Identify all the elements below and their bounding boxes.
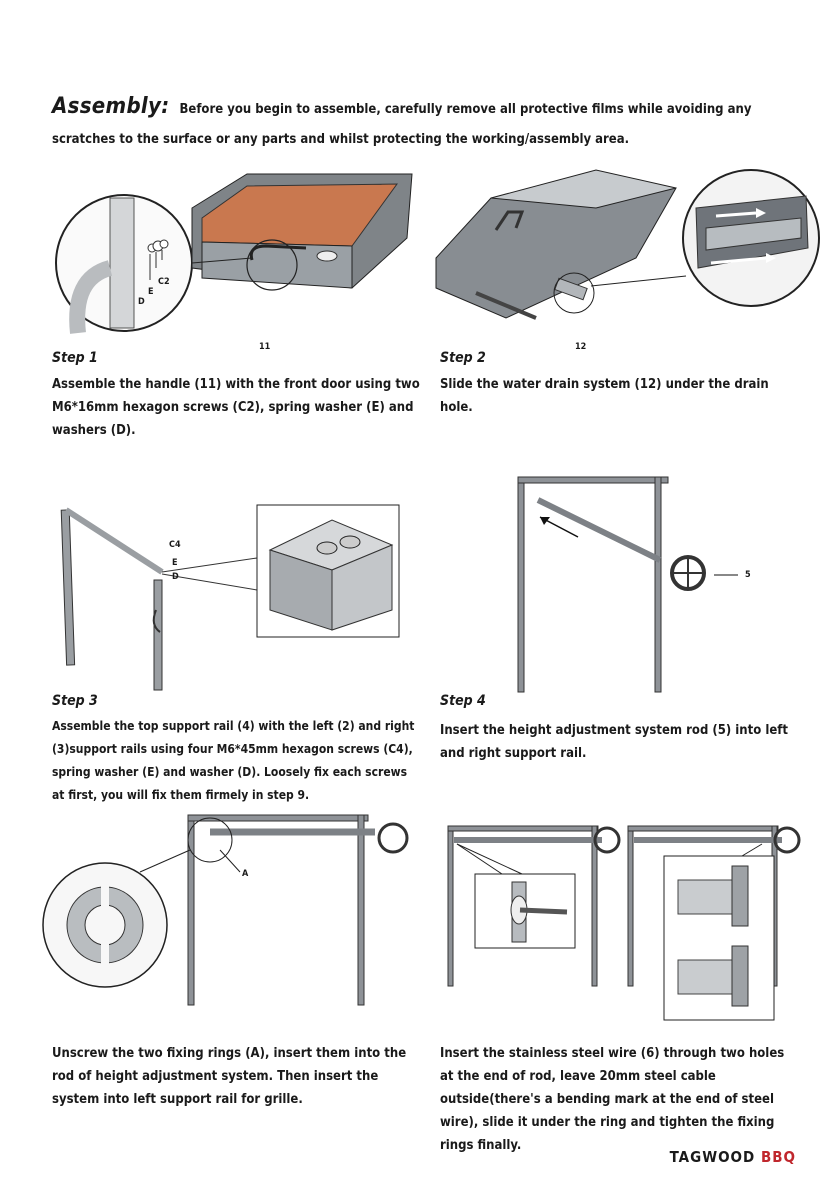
step2-text: Slide the water drain system (12) under …	[440, 377, 769, 415]
step1-title: Step 1	[52, 350, 98, 366]
intro-text: Before you begin to assemble, carefully …	[52, 102, 752, 147]
step4-title: Step 4	[440, 693, 486, 709]
step2-label-12: 12	[575, 342, 587, 352]
intro-paragraph: Assembly: Before you begin to assemble, …	[52, 92, 802, 155]
step3-label-e: E	[172, 558, 178, 568]
step3-label-c4: C4	[169, 540, 181, 550]
step3-title: Step 3	[52, 693, 98, 709]
step3-illustration	[60, 504, 400, 691]
step1-text: Assemble the handle (11) with the front …	[52, 377, 420, 438]
step2-illustration	[435, 169, 820, 320]
steel-wire-illustration	[447, 825, 801, 1021]
step1-label-e: E	[148, 287, 154, 297]
step1-label-11: 11	[259, 342, 271, 352]
step2-title: Step 2	[440, 350, 486, 366]
fixing-rings-label-a: A	[242, 869, 249, 879]
step4-text: Insert the height adjustment system rod …	[440, 723, 788, 761]
assembly-heading: Assembly:	[52, 94, 170, 119]
fixing-rings-text: Unscrew the two fixing rings (A), insert…	[52, 1046, 407, 1107]
logo-bbq: BBQ	[760, 1148, 796, 1166]
fixing-rings-illustration	[42, 814, 409, 1006]
step3-label-d: D	[172, 572, 179, 582]
step1-label-c2: C2	[158, 277, 170, 287]
steel-wire-text: Insert the stainless steel wire (6) thro…	[440, 1046, 785, 1153]
step4-illustration	[517, 476, 738, 693]
step1-label-d: D	[138, 297, 145, 307]
tagwood-bbq-logo: TAGWOOD BBQ	[670, 1148, 796, 1166]
step1-illustration	[55, 173, 413, 334]
step3-text: Assemble the top support rail (4) with t…	[52, 719, 415, 802]
logo-brand: TAGWOOD	[669, 1148, 756, 1166]
step4-label-5: 5	[745, 570, 751, 580]
